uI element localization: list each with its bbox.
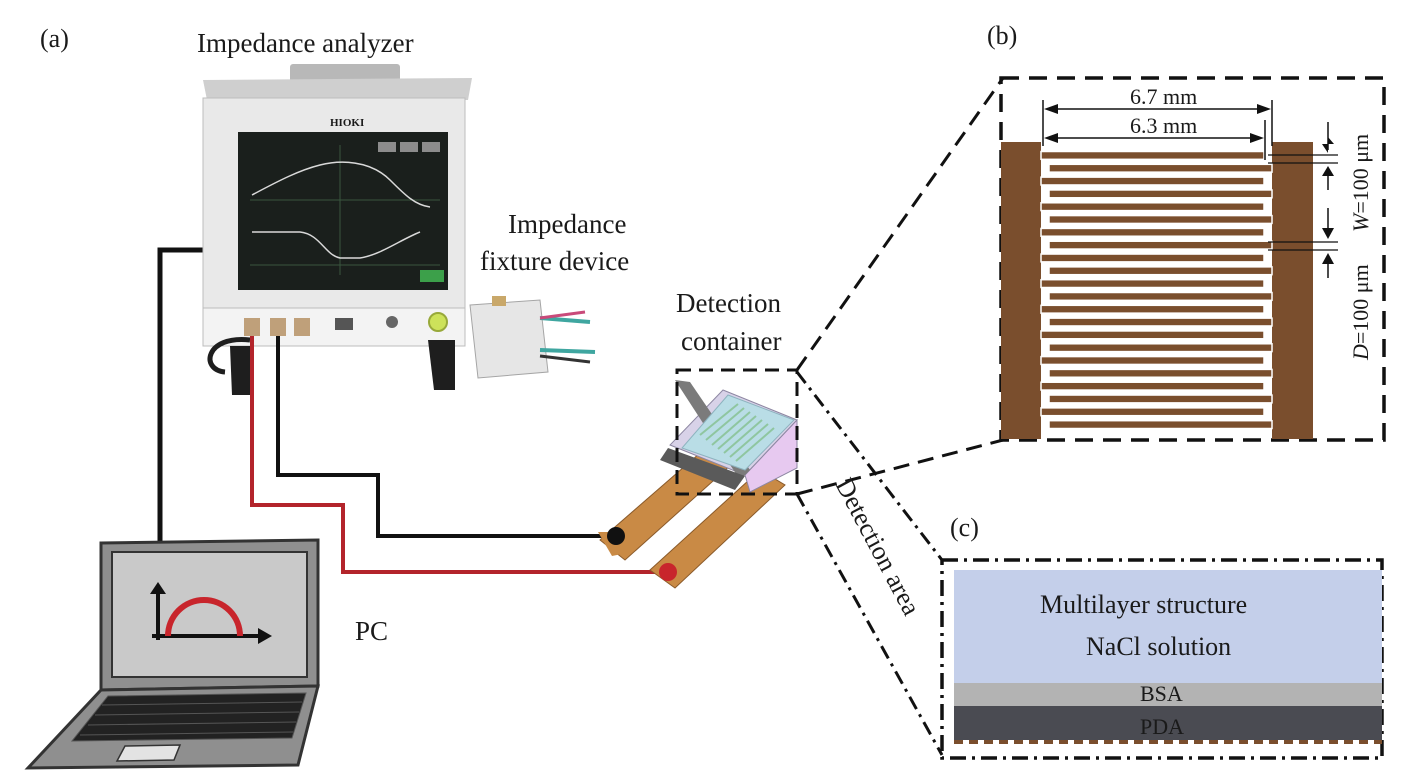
- layer-label-nacl: NaCl solution: [1086, 632, 1231, 661]
- analyzer-top: [203, 78, 472, 100]
- panel-label-c: (c): [950, 513, 979, 542]
- electrode-finger: [1048, 394, 1273, 404]
- usb-port: [335, 318, 353, 330]
- lead-strip: [649, 469, 786, 589]
- layer-multilayer-nacl: [954, 570, 1382, 683]
- d-label-value: =100 μm: [1348, 264, 1373, 344]
- black-contact: [607, 527, 625, 545]
- electrode-fingers: [1040, 150, 1273, 430]
- electrode-finger: [1048, 240, 1273, 250]
- analyzer-cable-loop: [207, 337, 251, 375]
- laptop: [24, 538, 320, 770]
- w-label: W=100 μm: [1348, 134, 1373, 232]
- panel-label-a: (a): [40, 24, 69, 53]
- electrode-finger: [1048, 317, 1273, 327]
- arrowhead: [1044, 133, 1058, 143]
- dim-inner-width: 6.3 mm: [1130, 113, 1197, 138]
- container-label-line2: container: [681, 326, 781, 356]
- electrode-finger: [1048, 214, 1273, 225]
- analyzer-port: [270, 318, 286, 336]
- analyzer-port: [294, 318, 310, 336]
- d-arrow-up: [1322, 253, 1334, 264]
- electrode-finger: [1048, 291, 1273, 302]
- electrode-finger: [1040, 176, 1265, 186]
- panel-b-frame: [999, 76, 1386, 442]
- w-label-symbol: W: [1348, 212, 1373, 232]
- container-zoom-box: [675, 368, 799, 496]
- layer-label-multilayer: Multilayer structure: [1040, 590, 1247, 619]
- impedance-analyzer: HIOKI: [202, 64, 472, 395]
- w-label-value: =100 μm: [1348, 134, 1373, 214]
- layer-pda: [954, 706, 1382, 740]
- panel-label-b: (b): [987, 21, 1017, 50]
- arrowhead: [1250, 133, 1264, 143]
- electrode-finger: [1040, 150, 1265, 161]
- dim-outer-width: 6.7 mm: [1130, 84, 1197, 109]
- zoom-line-c-bottom: [795, 493, 944, 756]
- electrode-finger: [1040, 407, 1265, 417]
- cable-red: [250, 336, 668, 574]
- impedance-analyzer-label: Impedance analyzer: [197, 28, 414, 58]
- electrode-finger: [1040, 278, 1265, 289]
- red-contact: [659, 563, 677, 581]
- electrode-finger: [1048, 163, 1273, 173]
- detection-area-label: Detection area: [830, 473, 927, 620]
- zoom-line-b-top: [795, 77, 1005, 371]
- zoom-line-b-bottom: [796, 438, 1004, 496]
- zoom-line-c-top: [795, 371, 944, 561]
- right-electrode-bus: [1272, 142, 1313, 439]
- d-label: D=100 μm: [1348, 264, 1373, 361]
- electrode-finger: [1048, 419, 1273, 430]
- analyzer-brand: HIOKI: [330, 117, 364, 129]
- electrode-finger: [1040, 330, 1265, 340]
- layer-label-pda: PDA: [1140, 714, 1184, 739]
- cable-black: [276, 336, 616, 538]
- arrowhead: [1044, 104, 1058, 114]
- power-button: [428, 312, 448, 332]
- electrode-finger: [1040, 304, 1265, 314]
- electrode-finger: [1040, 381, 1265, 391]
- d-arrow-down: [1322, 228, 1334, 239]
- container-electrodes: [699, 403, 775, 462]
- w-arrow-up: [1322, 166, 1334, 176]
- arrowhead: [1257, 104, 1271, 114]
- d-label-symbol: D: [1348, 344, 1373, 361]
- electrode-finger: [1048, 368, 1273, 378]
- cable-analyzer-to-pc: [157, 247, 205, 548]
- analyzer-foot: [230, 346, 250, 395]
- layer-label-bsa: BSA: [1140, 681, 1183, 706]
- fixture-label-line2: fixture device: [480, 246, 629, 276]
- electrode-finger: [1040, 227, 1265, 237]
- electrode-finger: [1040, 253, 1265, 263]
- container-label-line1: Detection: [676, 288, 781, 318]
- electrode-finger: [1048, 189, 1273, 199]
- impedance-fixture-device: [469, 296, 596, 379]
- knob: [386, 316, 398, 328]
- analyzer-port: [244, 318, 260, 336]
- left-electrode-bus: [1001, 142, 1041, 439]
- interdigitated-electrode: [1001, 142, 1313, 439]
- nyquist-plot-icon: [150, 582, 272, 644]
- layer-bsa: [954, 683, 1382, 706]
- electrode-finger: [1048, 266, 1273, 276]
- screen-plot: [250, 142, 444, 282]
- analyzer-foot: [428, 340, 455, 390]
- fixture-label-line1: Impedance: [508, 209, 626, 239]
- electrode-finger: [1040, 355, 1265, 366]
- laptop-keyboard: [70, 692, 307, 742]
- laptop-trackpad: [115, 744, 182, 762]
- electrode-finger: [1040, 202, 1265, 212]
- pc-label: PC: [355, 616, 388, 646]
- laptop-screen: [111, 551, 308, 678]
- analyzer-screen: [238, 132, 448, 290]
- detection-container: [660, 380, 798, 493]
- electrode-finger: [1048, 343, 1273, 353]
